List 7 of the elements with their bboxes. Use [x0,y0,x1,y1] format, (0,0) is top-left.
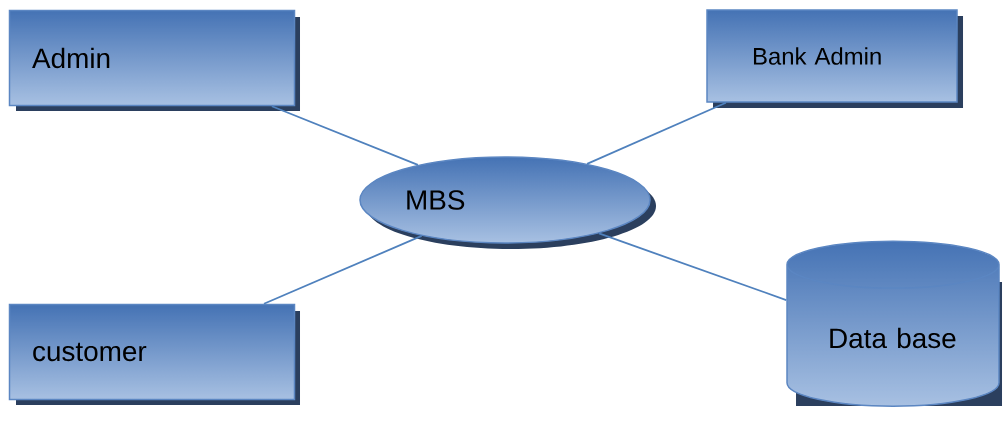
connector-line [263,235,423,305]
actor-box: Bank Admin [706,9,963,108]
connector-line [598,232,788,301]
database-cylinder: Data base [786,240,1002,407]
actor-box: Admin [8,9,300,111]
actor-box: customer [8,303,300,405]
connector-line [586,101,727,165]
